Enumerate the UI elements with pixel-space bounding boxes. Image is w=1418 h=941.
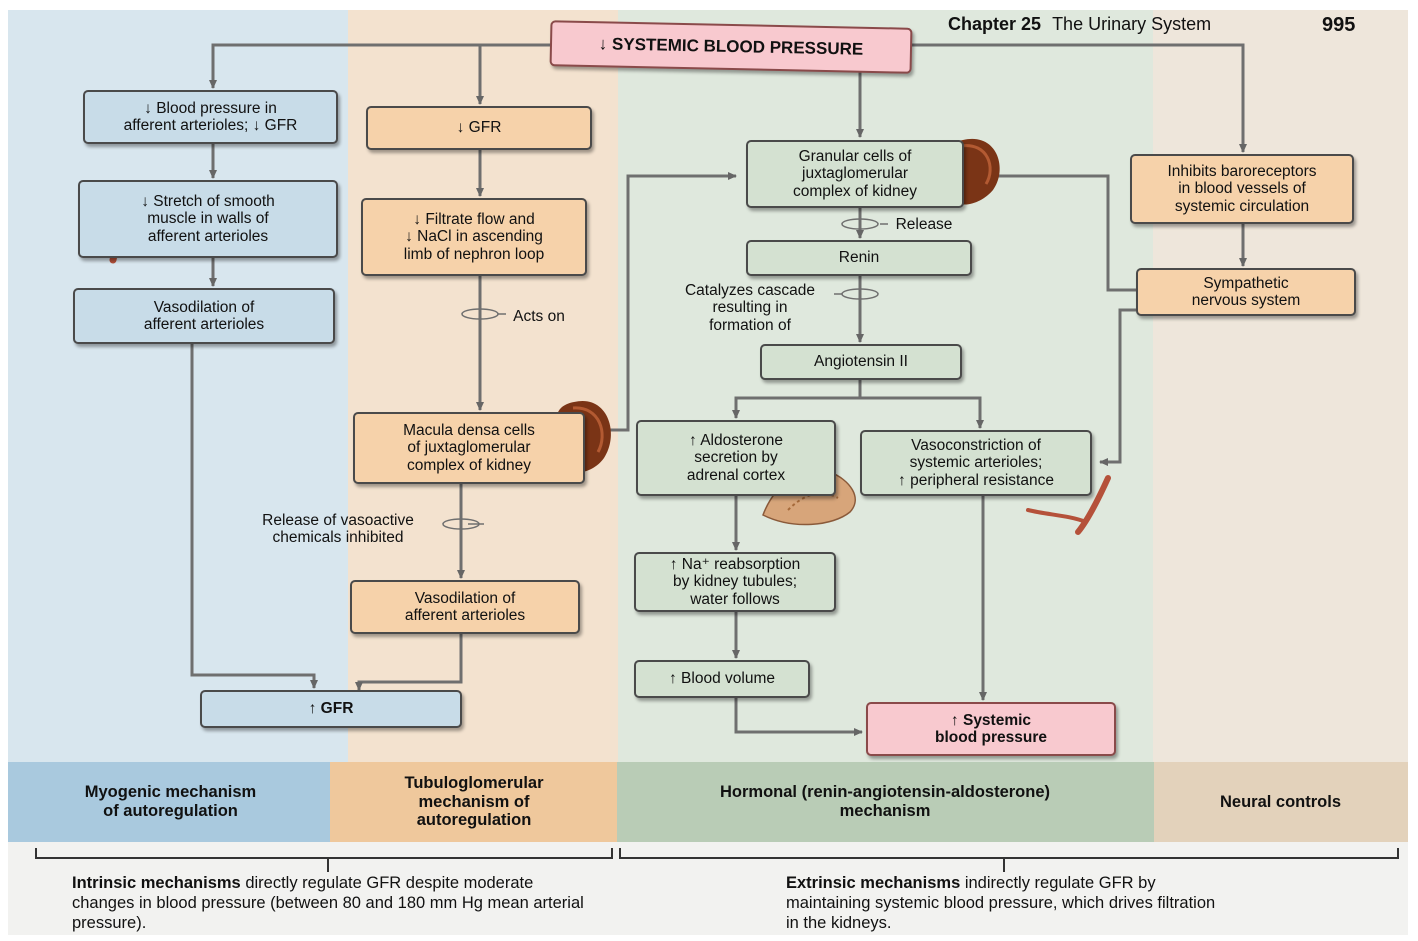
extrinsic-caption: Extrinsic mechanisms indirectly regulate… (786, 874, 1226, 933)
catalyzes-label: Catalyzes cascade resulting in formation… (684, 282, 816, 334)
tubuloglomerular-mechanism-label: Tubuloglomerular mechanism of autoregula… (404, 773, 544, 830)
mech-strip-hormonal (617, 762, 1154, 842)
chapter-header: Chapter 25 The Urinary System (948, 14, 1211, 35)
extrinsic-description: indirectly regulate GFR by maintaining s… (786, 874, 1216, 932)
hormonal-mechanism-label: Hormonal (renin-angiotensin-aldosterone)… (719, 783, 1051, 820)
arrow-ang-split (732, 378, 862, 419)
extrinsic-bracket (619, 848, 1399, 872)
neural-controls-label: Neural controls (1219, 792, 1342, 811)
tubulo-step-2: ↓ Filtrate flow and ↓ NaCl in ascending … (361, 198, 587, 276)
release-label: Release (895, 216, 953, 233)
chapter-title: The Urinary System (1052, 14, 1212, 34)
arrow-ang-vaso (860, 396, 984, 429)
arrow-symp-granular (971, 172, 1136, 292)
intrinsic-term: Intrinsic mechanisms (72, 874, 241, 892)
chapter-number: Chapter 25 (948, 14, 1042, 34)
myogenic-mechanism-label: Myogenic mechanism of autoregulation (84, 783, 257, 820)
bracket-lines (35, 848, 1399, 872)
myogenic-step-3: Vasodilation of afferent arterioles (73, 288, 335, 344)
extrinsic-term: Extrinsic mechanisms (786, 874, 961, 892)
acts-on-label: Acts on (513, 308, 565, 325)
arteriole-icon-vaso (1026, 475, 1111, 535)
arrow-symp-vaso (1099, 308, 1136, 466)
release-vasoactive-label: Release of vasoactive chemicals inhibite… (262, 512, 414, 547)
gfr-increase-box: ↑ GFR (200, 690, 462, 728)
mech-strip-myogenic (8, 762, 330, 842)
myogenic-step-2: ↓ Stretch of smooth muscle in walls of a… (78, 180, 338, 258)
renin-box: Renin (746, 240, 972, 276)
myogenic-step-1: ↓ Blood pressure in afferent arterioles;… (83, 90, 338, 144)
mech-strip-neural (1154, 762, 1408, 842)
angiotensin-box: Angiotensin II (760, 344, 962, 380)
tubulo-step-3: Macula densa cells of juxtaglomerular co… (353, 412, 585, 484)
tubulo-step-4: Vasodilation of afferent arterioles (350, 580, 580, 634)
intrinsic-description: directly regulate GFR despite moderate c… (72, 874, 584, 932)
vasoconstriction-box: Vasoconstriction of systemic arterioles;… (860, 430, 1092, 496)
neural-column-bg (1153, 10, 1408, 845)
arrow-vol-bp (734, 698, 863, 736)
page-number: 995 (1322, 14, 1356, 36)
arrow-tub-to-gfr (355, 632, 463, 691)
mech-strip-tubulo (330, 762, 617, 842)
intrinsic-bracket (35, 848, 613, 872)
arrow-myo-to-gfr (190, 342, 318, 689)
na-reabsorption-box: ↑ Na⁺ reabsorption by kidney tubules; wa… (634, 552, 836, 612)
blood-volume-box: ↑ Blood volume (634, 660, 810, 698)
intrinsic-caption: Intrinsic mechanisms directly regulate G… (72, 874, 592, 933)
granular-cells-box: Granular cells of juxtaglomerular comple… (746, 140, 964, 208)
tubulo-step-1: ↓ GFR (366, 106, 592, 150)
release-marker (841, 218, 879, 230)
baroreceptors-box: Inhibits baroreceptors in blood vessels … (1130, 154, 1354, 224)
diagram-page: Chapter 25 The Urinary System 995 (8, 10, 1408, 935)
aldosterone-box: ↑ Aldosterone secretion by adrenal corte… (636, 420, 836, 496)
sympathetic-box: Sympathetic nervous system (1136, 268, 1356, 316)
systemic-bp-increase-box: ↑ Systemic blood pressure (866, 702, 1116, 756)
